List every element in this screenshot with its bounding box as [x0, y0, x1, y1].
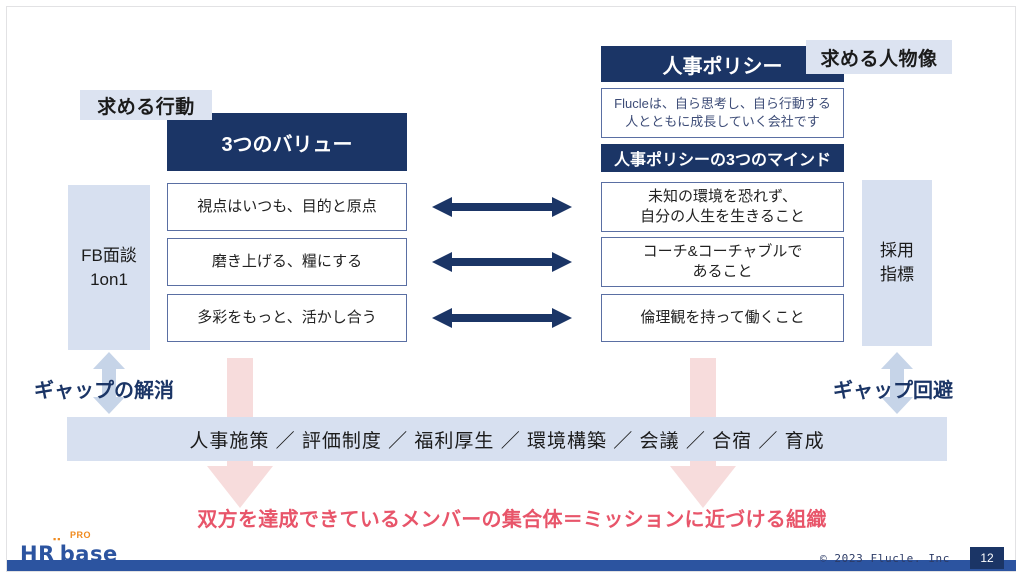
gap-label-right: ギャップ回避 — [833, 380, 953, 402]
header-three-values: 3つのバリュー — [167, 113, 407, 171]
gap-label-left: ギャップの解消 — [34, 380, 174, 402]
value-box-2[interactable]: 磨き上げる、糧にする — [167, 238, 407, 286]
badge-required-behavior: 求める行動 — [80, 90, 212, 120]
left-side-column: FB面談 1on1 — [68, 185, 150, 350]
policy-statement-line1: Flucleは、自ら思考し、自ら行動する — [614, 96, 831, 112]
footer-bar — [7, 560, 1016, 571]
mind-box-2-line2: あること — [692, 263, 753, 280]
connector-arrow-2 — [432, 249, 572, 275]
badge-required-person: 求める人物像 — [806, 40, 952, 74]
gap-arrow-icon-left — [92, 352, 126, 414]
mind-box-3-line1: 倫理観を持って働くこと — [640, 308, 805, 326]
header-hr-policy: 人事ポリシー — [601, 46, 844, 82]
mind-box-1-line2: 自分の人生を生きること — [640, 208, 805, 225]
value-box-1[interactable]: 視点はいつも、目的と原点 — [167, 183, 407, 231]
mind-box-2-line1: コーチ&コーチャブルで — [642, 242, 803, 260]
connector-arrow-3 — [432, 305, 572, 331]
mind-box-1-line1: 未知の環境を恐れず、 — [648, 187, 797, 205]
logo-base-text: base — [59, 542, 118, 566]
right-side-label-line2: 指標 — [880, 265, 914, 284]
mind-box-2[interactable]: コーチ&コーチャブルで あること — [601, 237, 844, 287]
conclusion-text: 双方を達成できているメンバーの集合体＝ミッションに近づける組織 — [197, 509, 827, 531]
mind-box-1[interactable]: 未知の環境を恐れず、 自分の人生を生きること — [601, 182, 844, 232]
connector-arrow-1 — [432, 194, 572, 220]
left-side-label-line2: 1on1 — [90, 269, 128, 289]
logo-dots-icon: ▪▪ — [53, 534, 62, 544]
subheader-three-minds: 人事ポリシーの3つのマインド — [601, 144, 844, 172]
hr-base-logo: HR base ▪▪ PRO — [20, 530, 118, 566]
copyright-text: © 2023 Flucle. Inc — [819, 552, 950, 565]
logo-pro-text: PRO — [70, 530, 92, 540]
mind-box-3[interactable]: 倫理観を持って働くこと — [601, 294, 844, 342]
gap-arrow-icon-right — [880, 352, 914, 414]
right-side-column: 採用 指標 — [862, 180, 932, 346]
policy-statement-line2: 人とともに成長していく会社です — [625, 114, 820, 129]
right-side-label-line1: 採用 — [880, 241, 914, 261]
policy-statement-box: Flucleは、自ら思考し、自ら行動する 人とともに成長していく会社です — [601, 88, 844, 138]
left-side-label-line1: FB面談 — [81, 245, 137, 265]
logo-hr-text: HR — [20, 542, 55, 566]
measures-bar: 人事施策 ／ 評価制度 ／ 福利厚生 ／ 環境構築 ／ 会議 ／ 合宿 ／ 育成 — [67, 417, 947, 461]
page-number-badge: 12 — [970, 547, 1004, 569]
value-box-3[interactable]: 多彩をもっと、活かし合う — [167, 294, 407, 342]
